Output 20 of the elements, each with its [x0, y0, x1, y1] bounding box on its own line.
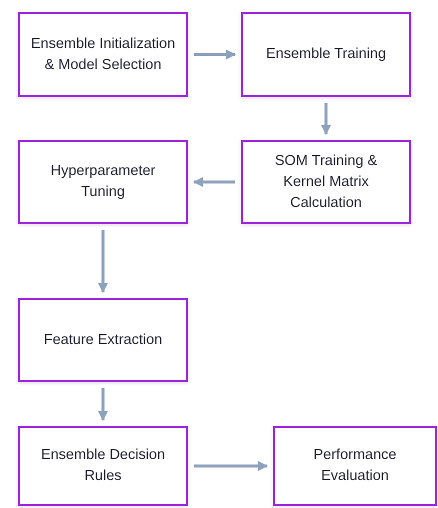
- process-box: [241, 12, 411, 97]
- arrow: [321, 103, 331, 135]
- box-label: Ensemble Initialization & Model Selection: [30, 34, 176, 74]
- process-box: [18, 12, 188, 97]
- process-box: [18, 426, 188, 506]
- process-box: [273, 426, 437, 506]
- process-box: [18, 298, 188, 382]
- arrow: [98, 388, 108, 421]
- process-box: [18, 140, 188, 224]
- box-label: Ensemble Decision Rules: [40, 446, 166, 486]
- box-label: Ensemble Training: [266, 45, 386, 64]
- arrow: [98, 230, 108, 293]
- box-label: Performance Evaluation: [312, 446, 398, 486]
- arrow: [193, 177, 235, 187]
- arrow: [194, 50, 236, 60]
- arrow: [194, 461, 268, 471]
- box-label: SOM Training & Kernel Matrix Calculation: [274, 152, 378, 212]
- box-label: Hyperparameter Tuning: [50, 162, 156, 202]
- box-label: Feature Extraction: [44, 330, 162, 350]
- process-box: [241, 140, 411, 224]
